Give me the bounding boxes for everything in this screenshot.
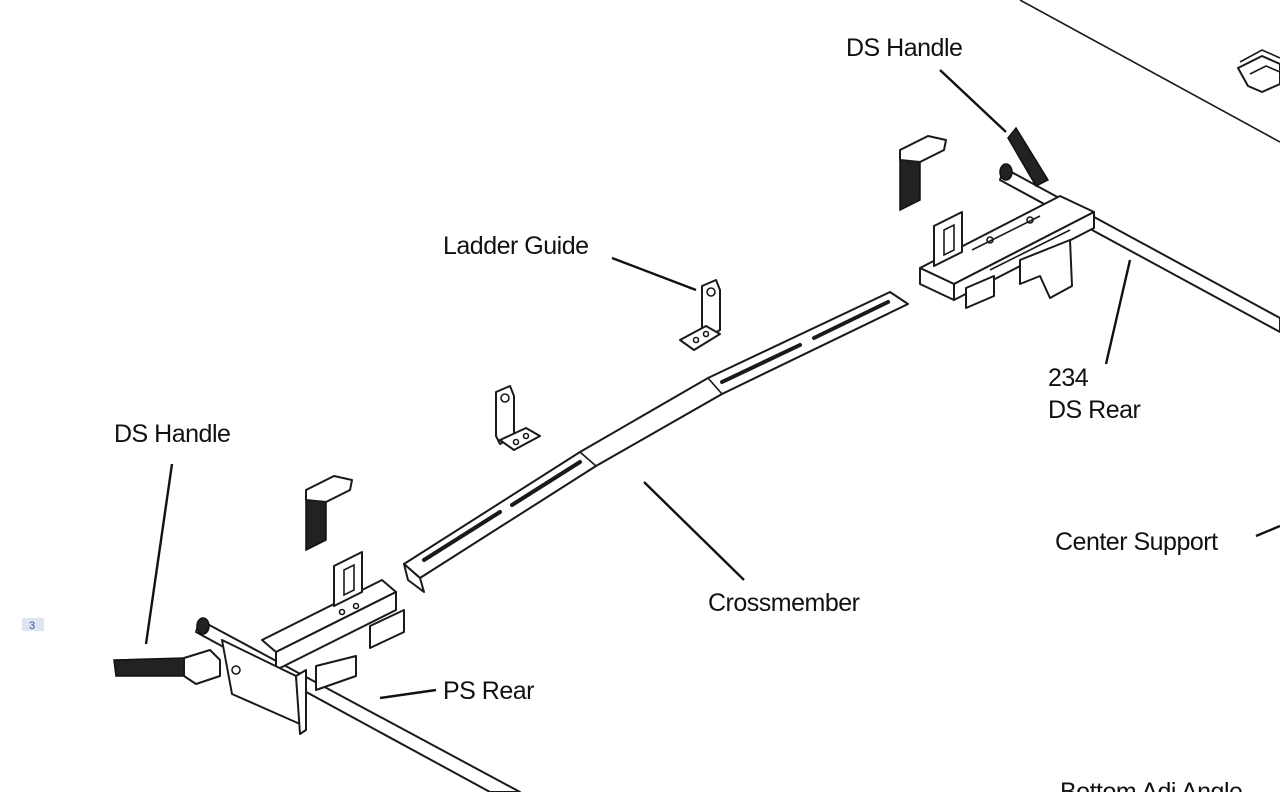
- label-ds-rear-number: 234: [1048, 364, 1089, 392]
- crossmember-part: [403, 291, 909, 593]
- label-ds-handle-top: DS Handle: [846, 34, 962, 62]
- ladder-guide-upper: [679, 279, 721, 351]
- ps-dark-flap: [305, 475, 353, 552]
- label-ds-rear: DS Rear: [1048, 396, 1141, 424]
- upper-right-assembly: [1019, 0, 1280, 143]
- leader-ds-handle-top: [939, 69, 1007, 133]
- ds-bracket-assembly: [919, 195, 1095, 309]
- leader-ds-handle-left: [144, 463, 174, 645]
- label-ds-handle-left: DS Handle: [114, 420, 230, 448]
- label-bottom-adj-angle: Bottom Adj Angle: [1060, 778, 1242, 792]
- leader-lines: [144, 69, 1280, 700]
- ladder-guide-lower: [495, 385, 541, 451]
- ds-handle-left-part: [113, 649, 221, 685]
- leader-ps-rear: [379, 688, 437, 700]
- label-crossmember: Crossmember: [708, 589, 860, 617]
- ps-bracket-assembly: [221, 551, 405, 735]
- label-center-support: Center Support: [1055, 528, 1218, 556]
- ds-dark-flap: [899, 135, 947, 212]
- page-marker-text: 3: [29, 620, 35, 632]
- ps-rear-tube: [195, 617, 521, 792]
- labels: DS Handle Ladder Guide 234 DS Rear DS Ha…: [114, 34, 1243, 792]
- leader-crossmember: [643, 481, 745, 581]
- leader-ds-rear: [1104, 259, 1132, 365]
- leader-ladder-guide: [611, 256, 697, 292]
- page-marker: 3: [22, 618, 44, 632]
- leader-center-support: [1255, 524, 1280, 538]
- label-ps-rear: PS Rear: [443, 677, 534, 705]
- label-ladder-guide: Ladder Guide: [443, 232, 589, 260]
- ds-handle-top-part: [1007, 126, 1050, 187]
